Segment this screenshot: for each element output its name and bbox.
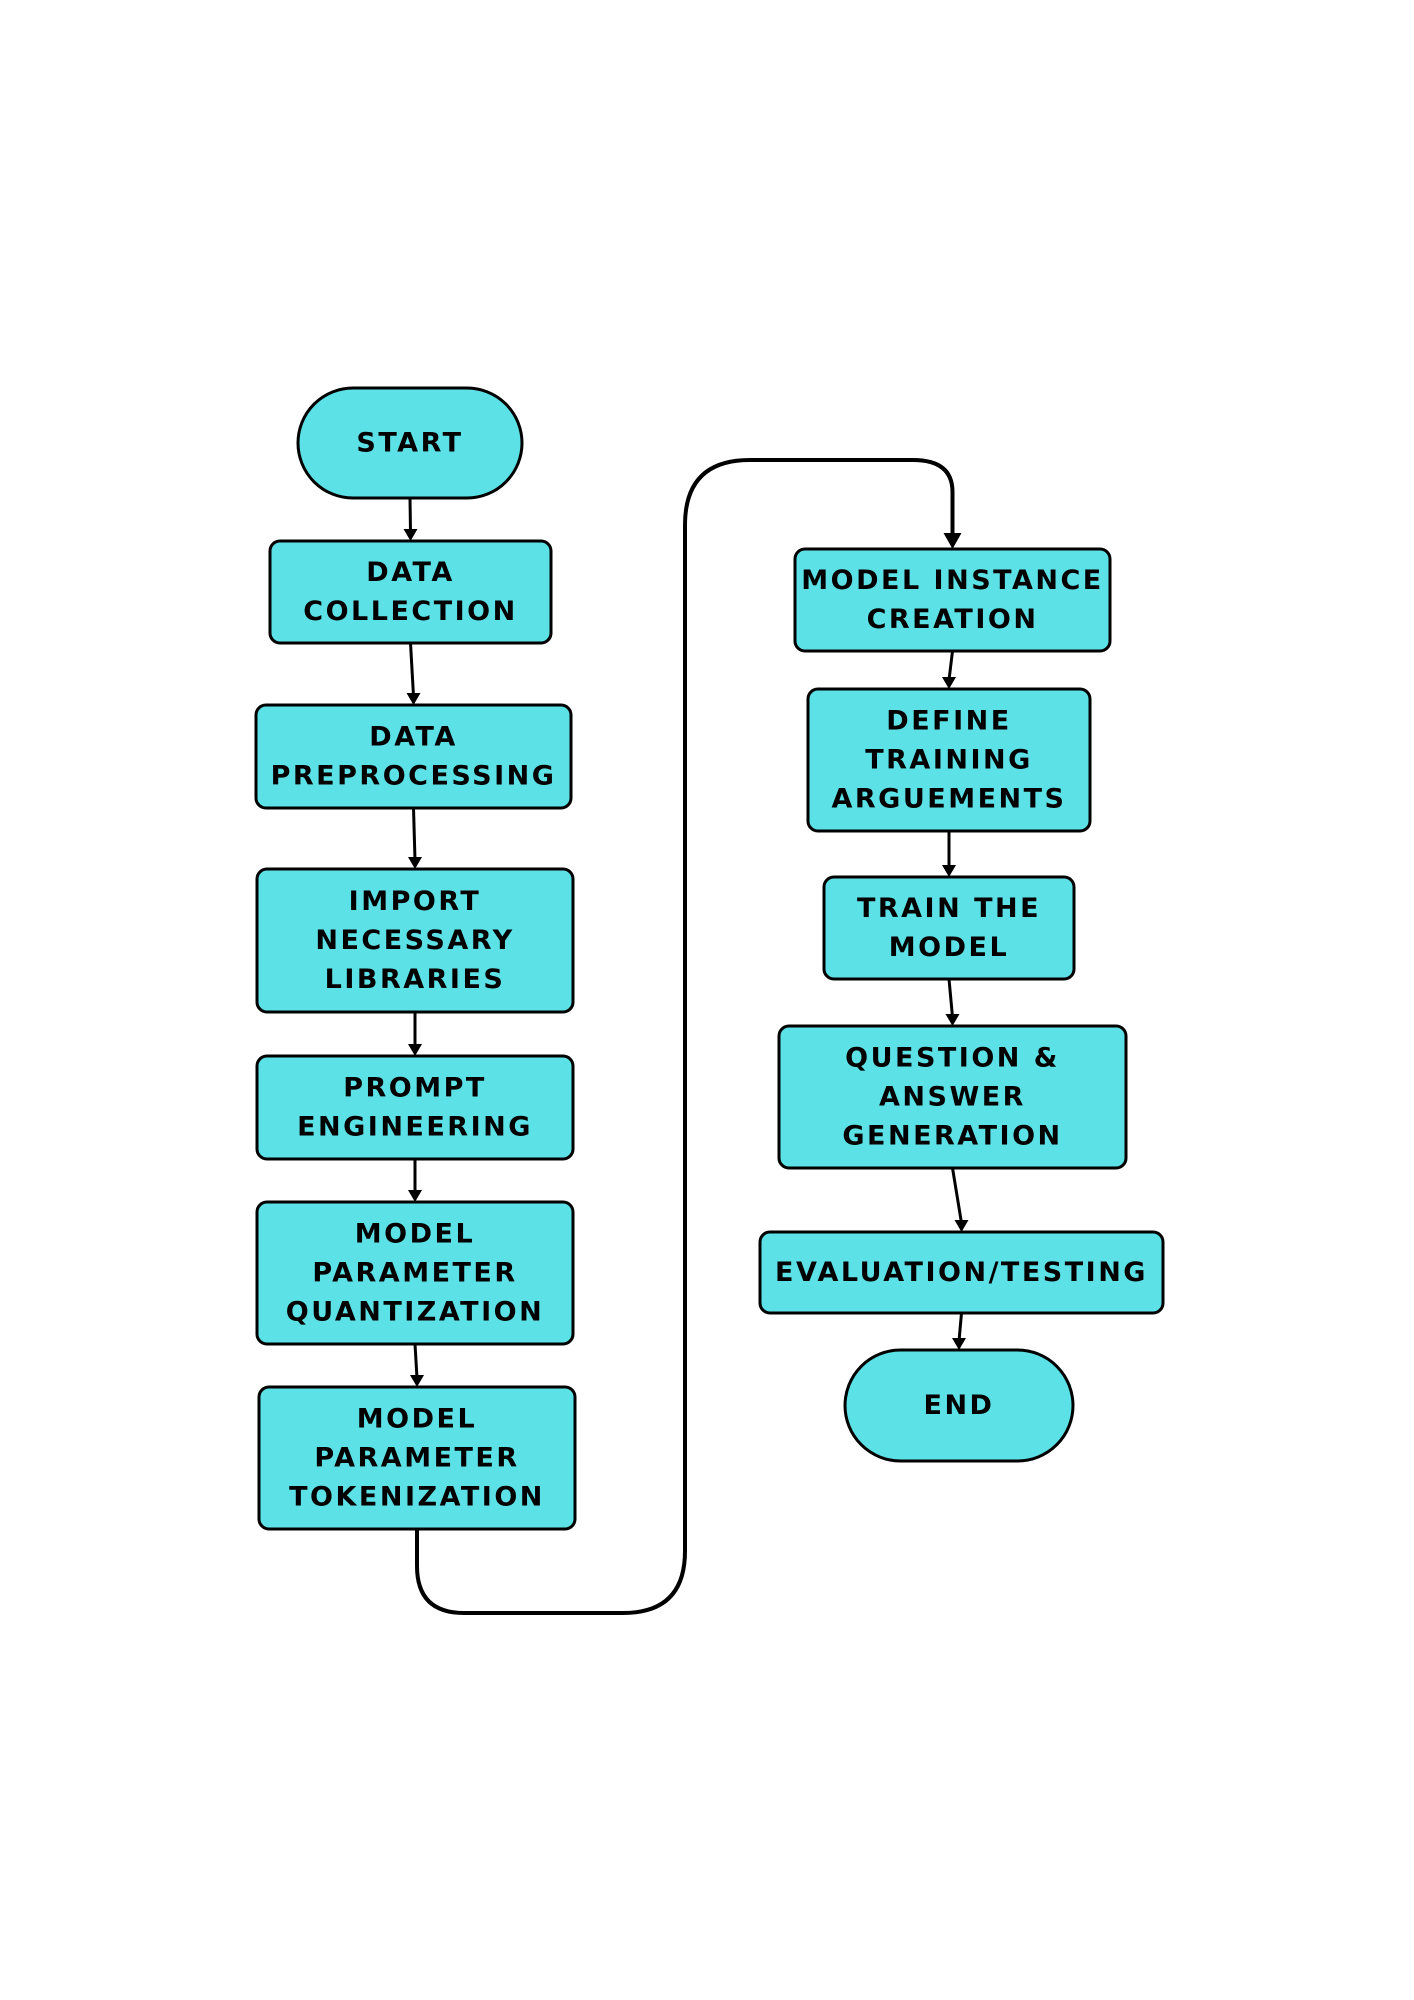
arrow-left-2 [406,642,421,705]
arrow-right-1 [942,650,956,689]
right-step-5-shape [758,1230,1165,1315]
left-step-1-label: COLLECTION [303,596,517,627]
arrow-right-5-head [952,1338,966,1350]
left-step-5-shape [255,1200,575,1346]
arrow-right-3-head [945,1014,960,1026]
left-step-3-shape [255,867,575,1014]
arrow-left-5-head [408,1190,422,1202]
arrow-right-1-line [947,650,954,681]
left-step-2-shape [254,703,573,810]
arrow-right-4-head [954,1220,969,1232]
right-step-3-label: TRAIN THE [857,893,1041,924]
arrow-left-4 [408,1012,422,1056]
arrow-right-3 [945,978,960,1026]
connectors [403,458,969,1615]
arrow-left-3-line [412,807,417,861]
arrow-left-4-head [408,1044,422,1056]
right-step-5-label: EVALUATION/TESTING [775,1257,1148,1288]
arrow-right-4 [951,1167,969,1232]
right-step-4-label: ANSWER [879,1082,1026,1113]
arrow-right-4-line [951,1167,963,1224]
left-step-3: IMPORT NECESSARY LIBRARIES [255,867,575,1014]
right-step-3-shape [822,875,1076,981]
right-step-4-label: GENERATION [842,1121,1062,1152]
arrow-left-6-head [410,1375,424,1387]
right-step-1-label: MODEL INSTANCE [801,565,1103,596]
left-step-2: DATA PREPROCESSING [254,703,573,810]
left-step-4-label: PROMPT [343,1073,487,1104]
arrow-left-1-head [403,529,418,541]
arrow-left-6-line [413,1343,419,1379]
right-step-5: EVALUATION/TESTING [758,1230,1165,1315]
right-step-4: QUESTION & ANSWER GENERATION [777,1024,1128,1170]
left-step-5-label: MODEL [355,1219,475,1250]
arrow-left-5 [408,1159,422,1202]
left-step-4-label: ENGINEERING [297,1112,533,1143]
left-step-2-label: DATA [369,722,457,753]
end-terminal-label: END [924,1390,995,1421]
end-terminal-shape [843,1348,1075,1463]
end-terminal: END [843,1348,1075,1463]
left-step-5-label: QUANTIZATION [286,1297,544,1328]
right-step-2: DEFINE TRAINING ARGUEMENTS [806,687,1092,833]
arrow-left-2-head [406,693,421,705]
left-step-5-label: PARAMETER [312,1258,517,1289]
loop-connector-line [415,458,955,1615]
left-step-6-label: PARAMETER [314,1443,519,1474]
right-step-3-label: MODEL [889,932,1009,963]
arrow-left-1-line [408,497,412,533]
left-step-3-label: IMPORT [349,886,482,917]
left-step-6-label: MODEL [357,1404,477,1435]
right-step-2-label: ARGUEMENTS [832,784,1067,815]
right-step-4-label: QUESTION & [845,1043,1060,1074]
left-step-1-label: DATA [366,557,454,588]
left-step-1-shape [268,539,553,645]
left-step-6: MODEL PARAMETER TOKENIZATION [257,1385,577,1531]
arrow-right-5-line [957,1312,963,1342]
arrow-left-3 [408,807,422,869]
right-step-1-shape [793,547,1112,653]
left-step-1: DATA COLLECTION [268,539,553,645]
loop-connector [415,458,962,1615]
arrow-right-5 [952,1312,966,1350]
left-step-2-label: PREPROCESSING [271,761,557,792]
right-step-2-shape [806,687,1092,833]
left-step-3-label: LIBRARIES [325,964,506,995]
arrow-left-2-line [409,642,415,697]
right-step-4-shape [777,1024,1128,1170]
right-step-2-label: DEFINE [886,706,1011,737]
left-step-4-shape [255,1054,575,1161]
left-step-3-label: NECESSARY [315,925,514,956]
arrow-right-2 [942,831,956,877]
arrow-right-3-line [947,978,954,1018]
left-step-6-shape [257,1385,577,1531]
nodes: START DATA COLLECTION DATA PREPROCESSING IMPO… [254,386,1165,1531]
arrow-left-3-head [408,857,422,869]
left-step-5: MODEL PARAMETER QUANTIZATION [255,1200,575,1346]
arrow-right-2-head [942,865,956,877]
right-step-1-label: CREATION [867,604,1039,635]
right-step-3: TRAIN THE MODEL [822,875,1076,981]
loop-connector-head [943,533,962,549]
arrow-right-1-head [942,677,956,689]
start-terminal-shape [296,386,524,500]
left-step-6-label: TOKENIZATION [289,1482,545,1513]
right-step-2-label: TRAINING [865,745,1033,776]
right-step-1: MODEL INSTANCE CREATION [793,547,1112,653]
left-step-4: PROMPT ENGINEERING [255,1054,575,1161]
arrow-left-1 [403,497,418,541]
start-terminal-label: START [356,428,463,459]
arrow-left-6 [410,1343,424,1387]
start-terminal: START [296,386,524,500]
